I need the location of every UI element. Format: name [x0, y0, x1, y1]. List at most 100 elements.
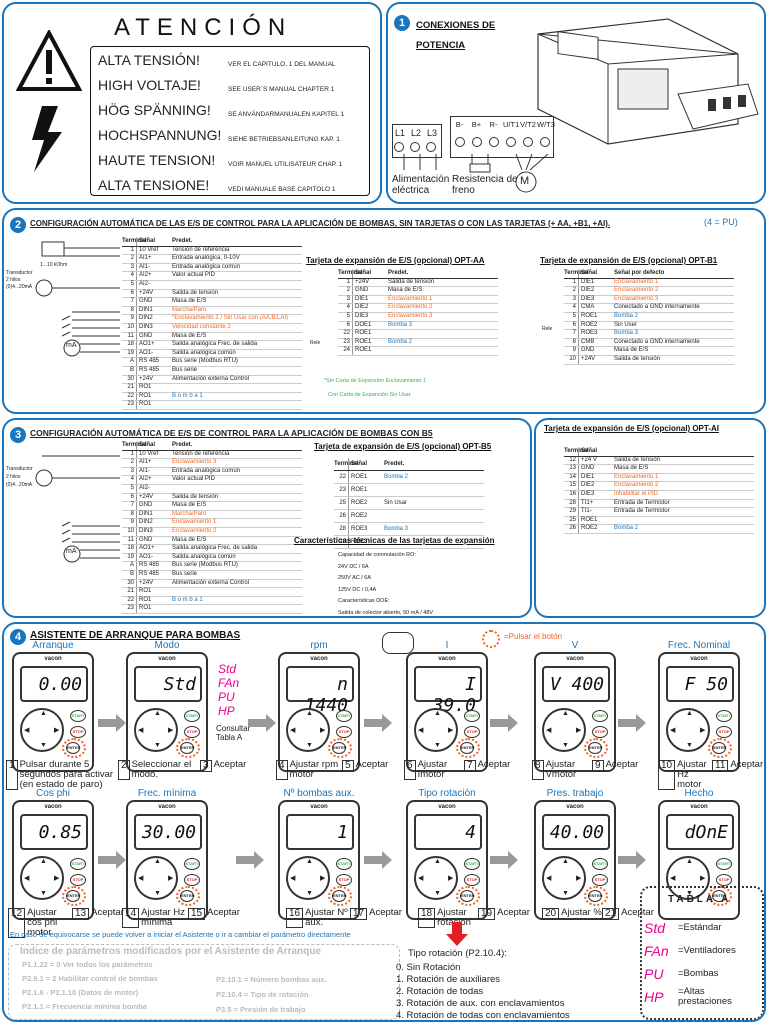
nav-wheel[interactable]: ▲ ▼ ◀ ▶ — [134, 856, 178, 900]
nav-wheel[interactable]: ▲ ▼ ◀ ▶ — [286, 708, 330, 752]
stop-button[interactable]: STOP — [184, 874, 200, 886]
start-button[interactable]: START — [70, 710, 86, 722]
right-arrow-icon[interactable]: ▶ — [448, 727, 454, 734]
right-arrow-icon[interactable]: ▶ — [54, 875, 60, 882]
left-arrow-icon[interactable]: ◀ — [546, 875, 552, 882]
right-arrow-icon[interactable]: ▶ — [448, 875, 454, 882]
down-arrow-icon[interactable]: ▼ — [306, 890, 313, 897]
stop-button[interactable]: STOP — [336, 726, 352, 738]
nav-wheel[interactable]: ▲ ▼ ◀ ▶ — [542, 708, 586, 752]
up-arrow-icon[interactable]: ▲ — [40, 710, 47, 717]
right-arrow-icon[interactable]: ▶ — [700, 875, 706, 882]
left-arrow-icon[interactable]: ◀ — [670, 727, 676, 734]
nav-wheel[interactable]: ▲ ▼ ◀ ▶ — [20, 856, 64, 900]
stop-button[interactable]: STOP — [716, 726, 732, 738]
nav-wheel[interactable]: ▲ ▼ ◀ ▶ — [134, 708, 178, 752]
right-arrow-icon[interactable]: ▶ — [700, 727, 706, 734]
nav-wheel[interactable]: ▲ ▼ ◀ ▶ — [286, 856, 330, 900]
stop-button[interactable]: STOP — [592, 726, 608, 738]
start-button[interactable]: START — [592, 710, 608, 722]
stop-button[interactable]: STOP — [464, 874, 480, 886]
device-title: Frec. Nominal — [667, 640, 731, 651]
left-arrow-icon[interactable]: ◀ — [24, 727, 30, 734]
right-arrow-icon[interactable]: ▶ — [576, 727, 582, 734]
up-arrow-icon[interactable]: ▲ — [306, 710, 313, 717]
down-arrow-icon[interactable]: ▼ — [434, 742, 441, 749]
nav-wheel[interactable]: ▲ ▼ ◀ ▶ — [414, 856, 458, 900]
stop-button[interactable]: STOP — [464, 726, 480, 738]
stop-button[interactable]: STOP — [716, 874, 732, 886]
left-arrow-icon[interactable]: ◀ — [290, 875, 296, 882]
up-arrow-icon[interactable]: ▲ — [306, 858, 313, 865]
tech-line: 125V DC / 0,4A — [338, 586, 377, 593]
up-arrow-icon[interactable]: ▲ — [562, 858, 569, 865]
up-arrow-icon[interactable]: ▲ — [686, 710, 693, 717]
terminal-cell: 8 — [130, 510, 134, 517]
nav-wheel[interactable]: ▲ ▼ ◀ ▶ — [414, 708, 458, 752]
signal-cell: RO1 — [136, 392, 168, 401]
down-arrow-icon[interactable]: ▼ — [562, 742, 569, 749]
nav-wheel[interactable]: ▲ ▼ ◀ ▶ — [542, 856, 586, 900]
stop-button[interactable]: STOP — [70, 726, 86, 738]
start-button[interactable]: START — [184, 710, 200, 722]
right-arrow-icon[interactable]: ▶ — [168, 875, 174, 882]
terminal-cell: 13 — [569, 465, 576, 472]
left-arrow-icon[interactable]: ◀ — [138, 727, 144, 734]
down-arrow-icon[interactable]: ▼ — [686, 890, 693, 897]
down-arrow-icon[interactable]: ▼ — [562, 890, 569, 897]
nav-wheel[interactable]: ▲ ▼ ◀ ▶ — [666, 708, 710, 752]
step-number: 20 — [542, 908, 560, 920]
left-arrow-icon[interactable]: ◀ — [290, 727, 296, 734]
stop-button[interactable]: STOP — [184, 726, 200, 738]
signal-cell: DIN1 — [136, 306, 168, 315]
start-button[interactable]: START — [70, 858, 86, 870]
down-arrow-icon[interactable]: ▼ — [40, 890, 47, 897]
right-arrow-icon[interactable]: ▶ — [320, 727, 326, 734]
terminal-l2: L2 — [410, 128, 422, 152]
start-button[interactable]: START — [464, 710, 480, 722]
left-arrow-icon[interactable]: ◀ — [546, 727, 552, 734]
press-highlight — [176, 886, 200, 906]
right-arrow-icon[interactable]: ▶ — [54, 727, 60, 734]
right-arrow-icon[interactable]: ▶ — [168, 727, 174, 734]
left-arrow-icon[interactable]: ◀ — [418, 727, 424, 734]
right-arrow-icon[interactable]: ▶ — [576, 875, 582, 882]
start-button[interactable]: START — [716, 858, 732, 870]
up-arrow-icon[interactable]: ▲ — [40, 858, 47, 865]
down-arrow-icon[interactable]: ▼ — [154, 890, 161, 897]
start-button[interactable]: START — [716, 710, 732, 722]
nav-wheel[interactable]: ▲ ▼ ◀ ▶ — [666, 856, 710, 900]
up-arrow-icon[interactable]: ▲ — [154, 858, 161, 865]
up-arrow-icon[interactable]: ▲ — [154, 710, 161, 717]
up-arrow-icon[interactable]: ▲ — [562, 710, 569, 717]
down-arrow-icon[interactable]: ▼ — [434, 890, 441, 897]
default-cell — [380, 510, 384, 522]
up-arrow-icon[interactable]: ▲ — [686, 858, 693, 865]
start-button[interactable]: START — [336, 710, 352, 722]
up-arrow-icon[interactable]: ▲ — [434, 858, 441, 865]
down-arrow-icon[interactable]: ▼ — [154, 742, 161, 749]
left-arrow-icon[interactable]: ◀ — [670, 875, 676, 882]
step-number: 16 — [286, 908, 304, 928]
start-button[interactable]: START — [336, 858, 352, 870]
up-arrow-icon[interactable]: ▲ — [434, 710, 441, 717]
start-button[interactable]: START — [592, 858, 608, 870]
stop-button[interactable]: STOP — [336, 874, 352, 886]
down-arrow-icon[interactable]: ▼ — [306, 742, 313, 749]
start-button[interactable]: START — [184, 858, 200, 870]
default-cell: Masa de E/S — [614, 465, 649, 472]
stop-button[interactable]: STOP — [70, 874, 86, 886]
left-arrow-icon[interactable]: ◀ — [138, 875, 144, 882]
left-arrow-icon[interactable]: ◀ — [418, 875, 424, 882]
stop-button[interactable]: STOP — [592, 874, 608, 886]
down-arrow-icon[interactable]: ▼ — [686, 742, 693, 749]
right-arrow-icon[interactable]: ▶ — [320, 875, 326, 882]
nav-wheel[interactable]: ▲ ▼ ◀ ▶ — [20, 708, 64, 752]
start-button[interactable]: START — [464, 858, 480, 870]
terminal-cell: 23 — [343, 338, 350, 345]
left-arrow-icon[interactable]: ◀ — [24, 875, 30, 882]
down-arrow-icon[interactable]: ▼ — [40, 742, 47, 749]
